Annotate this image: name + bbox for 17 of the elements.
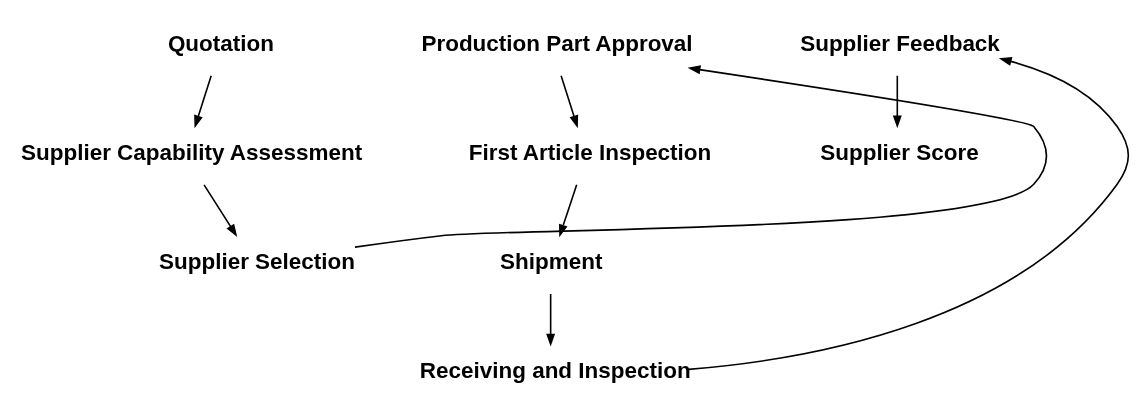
node-text: Shipment [500, 248, 603, 274]
arrow [687, 57, 1130, 371]
arrow [203, 184, 238, 237]
node-text: Production Part Approval [421, 30, 693, 56]
arrow [892, 74, 902, 129]
node-text: Supplier Capability Assessment [21, 139, 363, 165]
node-text: Quotation [167, 30, 274, 56]
node-text: Supplier Score [820, 139, 979, 165]
arrow [559, 184, 578, 238]
arrow [354, 65, 1048, 248]
arrow [560, 74, 579, 129]
arrow [546, 293, 556, 347]
node-text: Supplier Feedback [800, 30, 1000, 56]
node-text: Receiving and Inspection [419, 358, 691, 384]
arrow [194, 74, 212, 129]
node-text: First Article Inspection [468, 139, 712, 165]
node-text: Supplier Selection [159, 248, 355, 274]
